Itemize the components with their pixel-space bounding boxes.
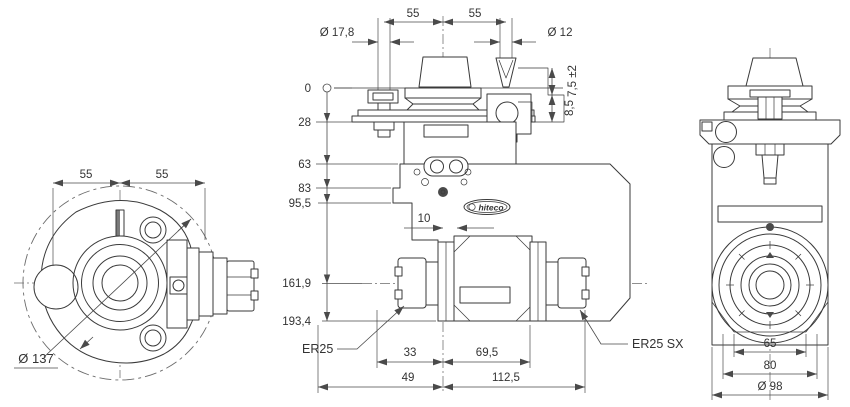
set-screw: [438, 187, 448, 197]
dim-label-80: 80: [764, 360, 777, 372]
chain-label-28: 28: [298, 117, 311, 129]
dim-label-d17-8: Ø 17,8: [320, 27, 355, 39]
er25-nut-right: [557, 257, 587, 309]
name-plate: [459, 286, 511, 304]
chain-label-161-9: 161,9: [282, 278, 311, 290]
keyway-slot: [115, 209, 125, 237]
chain-label-83: 83: [298, 183, 311, 195]
er25-nut-left: [397, 257, 427, 309]
dim-label-69-5: 69,5: [476, 347, 498, 359]
dim-label-49: 49: [402, 372, 415, 384]
dim-label-diameter-137: Ø 137: [18, 351, 53, 366]
pull-stud-side: [757, 96, 783, 120]
dim-label-8-5: 8,5: [564, 100, 576, 116]
side-view: 65 80 Ø 98: [699, 48, 841, 402]
label-er25: ER25: [302, 342, 333, 356]
side-boss: [33, 264, 79, 310]
brand-logo: hiteco: [463, 199, 511, 215]
chain-label-0: 0: [305, 83, 311, 95]
dim-label-55-left: 55: [80, 169, 93, 181]
dim-label-65: 65: [764, 338, 777, 350]
dim-label-112-5: 112,5: [492, 372, 520, 384]
label-er25-sx: ER25 SX: [632, 337, 684, 351]
dim-label-55-right: 55: [469, 8, 482, 20]
interface-step-profile: [518, 67, 565, 123]
dim-label-d12: Ø 12: [548, 27, 573, 39]
chain-label-63: 63: [298, 159, 311, 171]
index-pin: [766, 223, 774, 231]
hsk-flange: [404, 87, 482, 99]
dim-label-55-left: 55: [407, 8, 420, 20]
dim-label-33: 33: [404, 347, 417, 359]
chain-label-193-4: 193,4: [282, 316, 311, 328]
dim-label-d98: Ø 98: [758, 381, 783, 393]
left-view: 55 55 Ø 137: [14, 169, 259, 381]
pull-stud-funnel: [495, 57, 517, 88]
brand-logo-text: hiteco: [478, 203, 503, 213]
dim-label-7-5: 7,5 ±2: [567, 65, 579, 97]
dim-label-55-right: 55: [156, 169, 169, 181]
dim-label-10: 10: [418, 213, 431, 225]
chain-label-95-5: 95,5: [289, 198, 311, 210]
bolt-hole-top: [139, 216, 167, 244]
er-collet-side: [226, 260, 255, 312]
hsk-taper-side: [745, 57, 804, 87]
datum-marker: [322, 83, 332, 93]
bolt-hole-bottom: [139, 324, 167, 352]
hsk-taper: [418, 56, 472, 88]
spindle-housing: [453, 235, 533, 322]
top-slot: [423, 156, 469, 177]
body-band: [717, 205, 823, 223]
front-view: hiteco 55 55 Ø 17,8 Ø 12: [282, 8, 684, 394]
